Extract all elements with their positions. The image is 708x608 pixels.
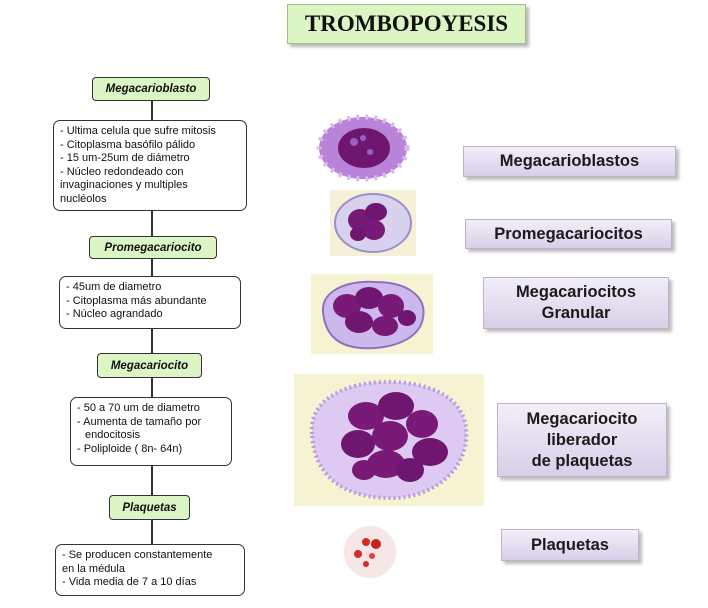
description-line: - Citoplasma basófilo pálido	[60, 138, 196, 151]
stage-label-plaquetas: Plaquetas	[109, 495, 190, 520]
megacariocito-liberador-cell-image	[294, 374, 484, 506]
promegacariocito-cell-image	[330, 190, 416, 256]
connector-line	[151, 520, 153, 544]
description-line: - Ultima celula que sufre mitosis	[60, 125, 216, 137]
description-line: - 50 a 70 um de diametro	[77, 402, 200, 414]
description-line: - Vida media de 7 a 10 días	[62, 576, 197, 588]
description-line: - 15 um-25um de diámetro	[60, 152, 190, 164]
description-line: - Núcleo redondeado con	[60, 165, 184, 178]
description-line: - 45um de diametro	[66, 281, 162, 293]
description-line: - Núcleo agrandado	[66, 308, 163, 320]
description-line: - Citoplasma más abundante	[66, 294, 207, 307]
cell-name-megacariocito-liberador: Megacariocito liberador de plaquetas	[497, 403, 667, 477]
connector-line	[151, 101, 153, 121]
cell-name-megacarioblastos: Megacarioblastos	[463, 146, 676, 177]
stage-label-promegacariocito: Promegacariocito	[89, 236, 217, 259]
description-line: invaginaciones y multiples	[60, 179, 188, 191]
cell-name-line: Megacariocito	[526, 409, 638, 428]
description-line: - Aumenta de tamaño por	[77, 415, 202, 428]
stage-label-megacariocito: Megacariocito	[97, 353, 202, 378]
connector-line	[151, 466, 153, 496]
cell-name-line: de plaquetas	[531, 451, 633, 470]
stage-description-plaquetas: - Se producen constantemente en la médul…	[55, 544, 245, 596]
description-line: endocitosis	[85, 429, 141, 441]
connector-line	[151, 329, 153, 354]
connector-line	[151, 378, 153, 397]
cell-name-line: Promegacariocitos	[494, 224, 643, 243]
description-line: nucléolos	[60, 192, 107, 205]
stage-label-megacarioblasto: Megacarioblasto	[92, 77, 210, 101]
connector-line	[151, 259, 153, 276]
description-line: en la médula	[62, 562, 125, 575]
cell-name-line: Megacarioblastos	[499, 152, 640, 170]
stage-description-promegacariocito: - 45um de diametro - Citoplasma más abun…	[59, 276, 241, 329]
cell-name-line: Granular	[541, 304, 611, 322]
cell-name-plaquetas: Plaquetas	[501, 529, 639, 561]
cell-name-line: Megacariocitos	[515, 283, 637, 301]
connector-line	[151, 211, 153, 237]
stage-description-megacariocito: - 50 a 70 um de diametro - Aumenta de ta…	[70, 397, 232, 466]
cell-name-line: Plaquetas	[531, 535, 609, 554]
megacarioblast-cell-image	[316, 114, 410, 182]
stage-description-megacarioblasto: - Ultima celula que sufre mitosis - Cito…	[53, 120, 247, 211]
description-line: - Se producen constantemente	[62, 549, 213, 561]
diagram-title: TROMBOPOYESIS	[287, 4, 526, 44]
cell-name-promegacariocitos: Promegacariocitos	[465, 219, 672, 249]
plaquetas-image	[344, 526, 396, 578]
cell-name-line: liberador	[546, 430, 618, 449]
cell-name-megacariocitos-granular: Megacariocitos Granular	[483, 277, 669, 329]
description-line: - Poliploide ( 8n- 64n)	[77, 442, 183, 455]
megacariocito-granular-cell-image	[311, 274, 433, 354]
